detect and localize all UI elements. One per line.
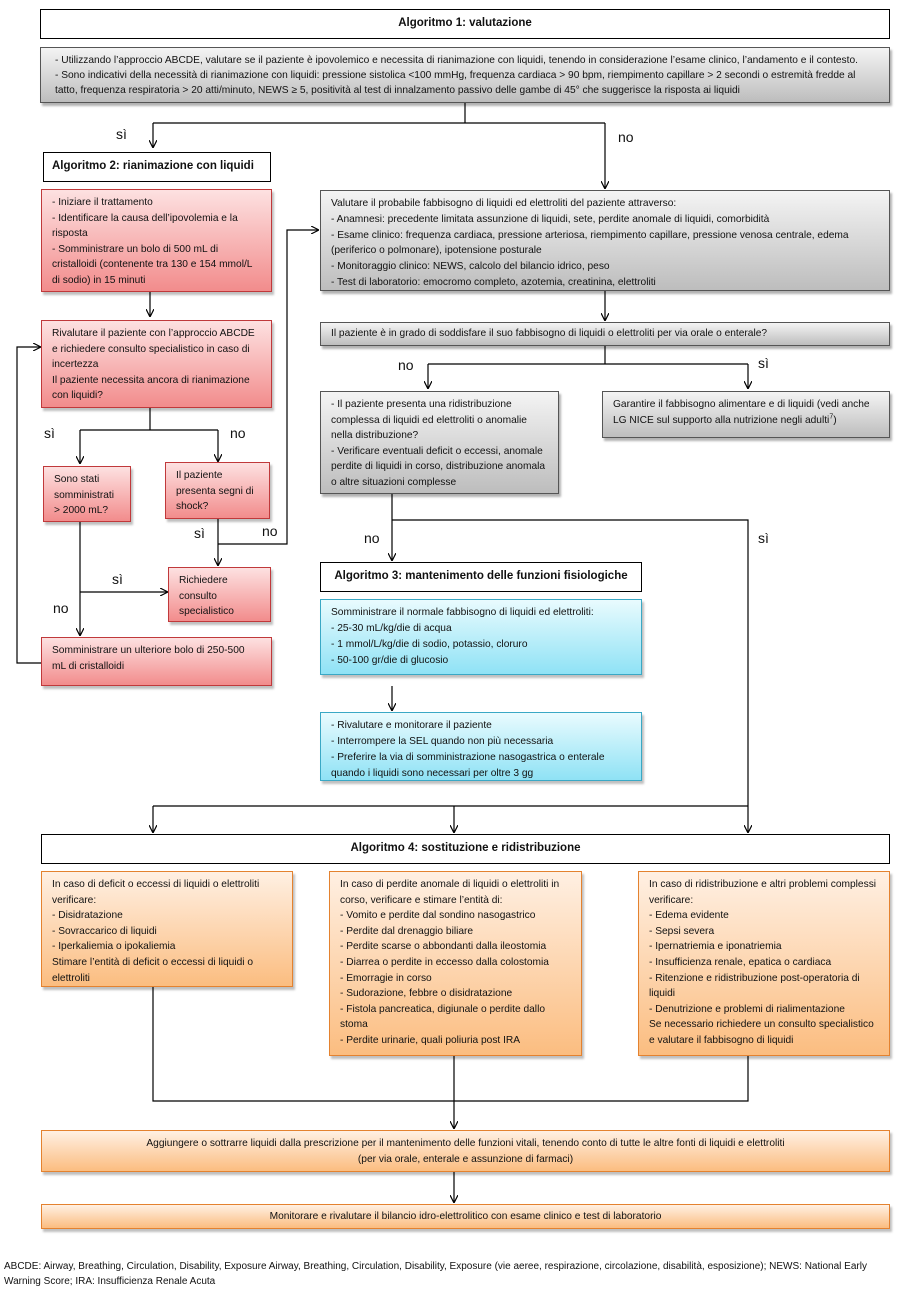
guarantee-nutrition-box: Garantire il fabbisogno alimentare e di … [602,391,890,438]
label-si-reassess: sì [44,425,55,441]
assessment-line-1: - Utilizzando l’approccio ABCDE, valutar… [55,55,858,66]
over-2000ml-question-box: Sono stati somministrati > 2000 mL? [43,466,131,522]
redistribution-line-6: - Ritenzione e ridistribuzione post-oper… [649,972,860,1000]
reassess-line-2: Il paziente necessita ancora di rianimaz… [52,374,250,402]
additional-bolus-box: Somministrare un ulteriore bolo di 250-5… [41,637,272,686]
algorithm-4-title-text: Algoritmo 4: sostituzione e ridistribuzi… [350,842,581,855]
deficit-line-2: - Disidratazione [52,910,123,922]
monitor-patient-box: - Rivalutare e monitorare il paziente - … [320,712,642,781]
losses-line-2: - Vomito e perdite dal sondino nasogastr… [340,910,536,922]
reassess-box: Rivalutare il paziente con l’approccio A… [41,320,272,408]
oral-enteral-question: Il paziente è in grado di soddisfare il … [331,328,768,339]
losses-line-9: - Perdite urinarie, quali poliuria post … [340,1034,521,1046]
maintenance-line-3: - 1 mmol/L/kg/die di sodio, potassio, cl… [331,639,528,650]
maintenance-line-1: Somministrare il normale fabbisogno di l… [331,607,594,618]
monitor-line-2: - Interrompere la SEL quando non più nec… [331,736,554,747]
label-si-2000: sì [112,571,123,587]
monitor-line-3: - Preferire la via di somministrazione n… [331,752,605,779]
redistribution-line-2: - Edema evidente [649,910,729,922]
deficit-line-4: - Iperkaliemia o ipokaliemia [52,941,176,953]
redistribution-problems-box: In caso di ridistribuzione e altri probl… [638,871,890,1056]
label-si-resuscitation: sì [116,126,127,142]
specialist-consult-text: Richiedere consulto specialistico [179,575,234,617]
adjust-prescription-box: Aggiungere o sottrarre liquidi dalla pre… [41,1130,890,1172]
needs-line-1: Valutare il probabile fabbisogno di liqu… [331,198,677,209]
oral-enteral-question-box: Il paziente è in grado di soddisfare il … [320,322,890,346]
label-no-2000: no [53,600,69,616]
needs-line-3: - Esame clinico: frequenza cardiaca, pre… [331,229,849,257]
reassess-line-1: Rivalutare il paziente con l’approccio A… [52,328,255,370]
needs-line-4: - Monitoraggio clinico: NEWS, calcolo de… [331,261,610,273]
redistribution-line-8: Se necessario richiedere un consulto spe… [649,1019,874,1046]
label-no-reassess: no [230,425,246,441]
assessment-line-2: - Sono indicativi della necessità di ria… [55,70,856,96]
losses-line-3: - Perdite dal drenaggio biliare [340,925,474,937]
label-no-shock: no [262,523,278,539]
redistribution-line-7: - Denutrizione e problemi di rialimentaz… [649,1003,845,1015]
additional-bolus-text: Somministrare un ulteriore bolo di 250-5… [52,645,245,672]
losses-line-6: - Emorragie in corso [340,972,432,984]
assessment-box: - Utilizzando l’approccio ABCDE, valutar… [40,47,890,103]
losses-line-4: - Perdite scarse o abbondanti dalla ileo… [340,941,547,953]
label-si-shock: sì [194,525,205,541]
complex-redistribution-box: - Il paziente presenta una ridistribuzio… [320,391,559,494]
guarantee-text: Garantire il fabbisogno alimentare e di … [613,399,870,426]
needs-line-2: - Anamnesi: precedente limitata assunzio… [331,213,770,225]
maintenance-line-2: - 25-30 mL/kg/die di acqua [331,623,452,634]
algorithm-1-title-text: Algoritmo 1: valutazione [398,17,532,30]
start-line-3: - Somministrare un bolo di 500 mL di cri… [52,243,253,286]
label-si-complex: sì [758,530,769,546]
abnormal-losses-box: In caso di perdite anomale di liquidi o … [329,871,582,1056]
losses-line-8: - Fistola pancreatica, digiunale o perdi… [340,1003,546,1031]
redistribution-line-4: - Ipernatriemia e iponatriemia [649,941,782,953]
maintenance-line-4: - 50-100 gr/die di glucosio [331,655,449,666]
deficit-line-1: In caso di deficit o eccessi di liquidi … [52,879,260,906]
algorithm-4-title: Algoritmo 4: sostituzione e ridistribuzi… [41,834,890,864]
algorithm-2-title-text: Algoritmo 2: rianimazione con liquidi [52,160,254,173]
fluid-needs-box: Valutare il probabile fabbisogno di liqu… [320,190,890,291]
start-line-1: - Iniziare il trattamento [52,197,153,208]
complex-line-1: - Il paziente presenta una ridistribuzio… [331,399,527,441]
label-no-oral: no [398,357,414,373]
needs-line-5: - Test di laboratorio: emocromo completo… [331,276,656,288]
adjust-line-1: Aggiungere o sottrarre liquidi dalla pre… [146,1138,785,1149]
deficit-line-3: - Sovraccarico di liquidi [52,925,157,937]
maintenance-needs-box: Somministrare il normale fabbisogno di l… [320,599,642,675]
deficit-excess-box: In caso di deficit o eccessi di liquidi … [41,871,293,987]
redistribution-line-1: In caso di ridistribuzione e altri probl… [649,879,877,906]
algorithm-1-title: Algoritmo 1: valutazione [40,9,890,39]
specialist-consult-box: Richiedere consulto specialistico [168,567,271,622]
redistribution-line-3: - Sepsi severa [649,925,715,937]
algorithm-3-title-text: Algoritmo 3: mantenimento delle funzioni… [334,570,628,583]
redistribution-line-5: - Insufficienza renale, epatica o cardia… [649,956,832,968]
start-treatment-box: - Iniziare il trattamento - Identificare… [41,189,272,292]
losses-line-7: - Sudorazione, febbre o disidratazione [340,988,513,1000]
adjust-line-2: (per via orale, enterale e assunzione di… [357,1154,574,1165]
algorithm-3-title: Algoritmo 3: mantenimento delle funzioni… [320,562,642,592]
guarantee-footnote-ref: 7 [829,413,834,421]
abbreviations-footnote: ABCDE: Airway, Breathing, Circulation, D… [4,1261,867,1287]
losses-line-5: - Diarrea o perdite in eccesso dalla col… [340,956,549,968]
final-monitoring-text: Monitorare e rivalutare il bilancio idro… [269,1211,662,1222]
guarantee-close: ) [833,414,837,426]
over-2000ml-question: Sono stati somministrati > 2000 mL? [54,474,115,516]
label-no-complex: no [364,530,380,546]
shock-question-box: Il paziente presenta segni di shock? [165,462,270,519]
complex-line-2: - Verificare eventuali deficit o eccessi… [331,445,546,488]
label-si-oral: sì [758,355,769,371]
label-no-assessment: no [618,129,634,145]
losses-line-1: In caso di perdite anomale di liquidi o … [340,879,560,906]
shock-question: Il paziente presenta segni di shock? [176,470,254,512]
deficit-line-5: Stimare l’entità di deficit o eccessi di… [52,956,254,984]
start-line-2: - Identificare la causa dell’ipovolemia … [52,212,238,240]
final-monitoring-box: Monitorare e rivalutare il bilancio idro… [41,1204,890,1229]
algorithm-2-title: Algoritmo 2: rianimazione con liquidi [43,152,271,182]
monitor-line-1: - Rivalutare e monitorare il paziente [331,720,492,731]
